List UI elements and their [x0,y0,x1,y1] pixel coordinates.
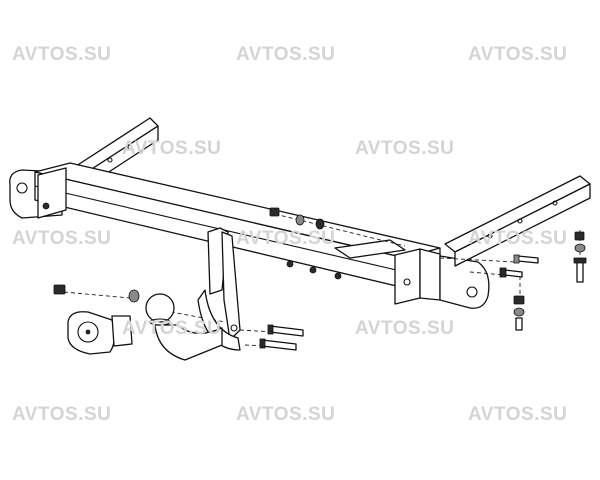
ball-mount-bolts [259,324,304,351]
socket-plate [67,311,133,355]
left-end-plate [37,167,67,219]
right-side-plate [439,255,490,309]
right-fasteners [499,231,587,331]
upper-fasteners [269,207,325,230]
tow-ball-neck [145,293,223,361]
right-end-box [394,248,441,305]
center-reinforcement [286,239,406,280]
main-cross-beam [34,162,441,289]
socket-fasteners [53,284,140,303]
right-bracket-rail [444,175,591,267]
ball-mount-arm [197,227,241,351]
